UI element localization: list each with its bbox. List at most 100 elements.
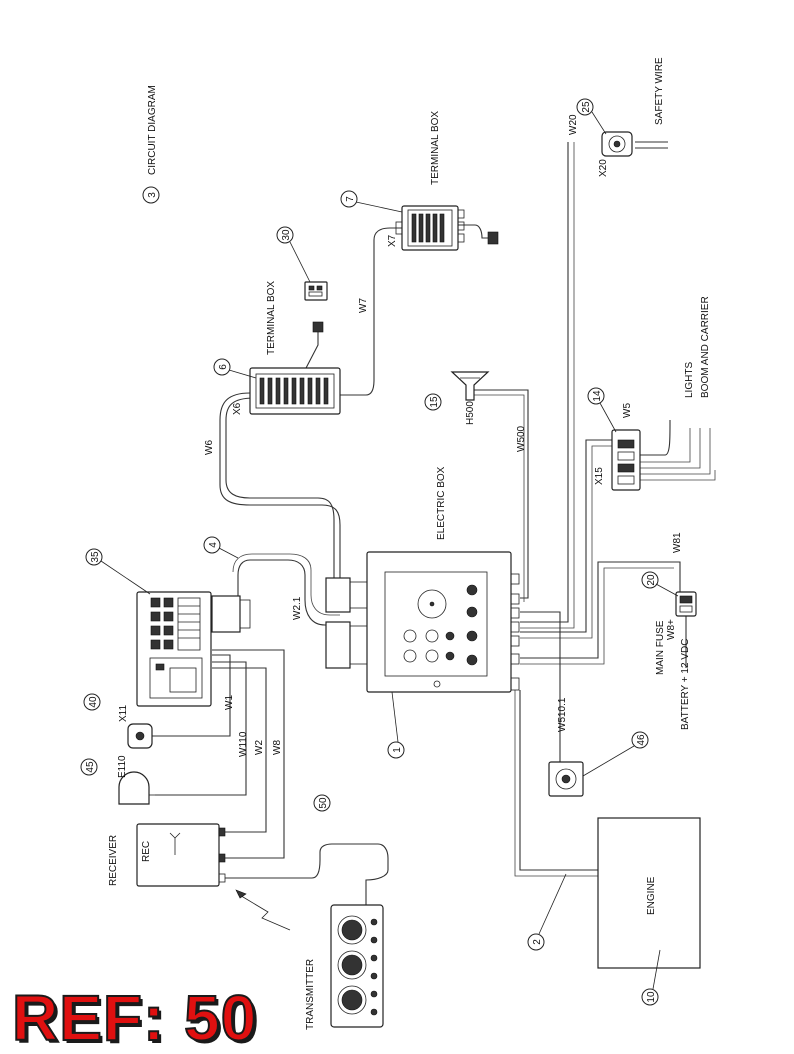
main-fuse-label: MAIN FUSE <box>655 620 666 675</box>
horn-label: H500 <box>465 401 476 425</box>
electric-box-controls <box>403 584 478 666</box>
wire-w20-path <box>520 142 569 623</box>
horn-15 <box>450 371 490 401</box>
stub-7-path <box>458 224 488 239</box>
control-unit-bubble: 35 <box>85 548 151 595</box>
wire-w5-label: W5 <box>622 403 633 418</box>
safety-wire-bubble: 25 <box>576 98 607 135</box>
transmitter-number: 50 <box>318 797 329 809</box>
horn-bubble: 15 <box>424 393 442 411</box>
receiver-tag: REC <box>141 841 152 862</box>
transmitter-label: TRANSMITTER <box>305 959 316 1030</box>
wire-w8-label: W8 <box>272 740 283 755</box>
terminal-box-6-bubble: 6 <box>213 358 257 379</box>
wire-w2-1-path-b <box>232 553 340 616</box>
switch-30-bubble: 30 <box>276 226 311 283</box>
wire-w2-1-path <box>237 559 340 626</box>
wire-w20-label: W20 <box>568 114 579 135</box>
switch-30-number: 30 <box>281 229 292 241</box>
title-group: 3 CIRCUIT DIAGRAM <box>142 85 160 204</box>
wire-w7-path <box>340 227 402 396</box>
lights-connector: X15 <box>594 467 605 485</box>
lights-out-a <box>640 428 691 463</box>
cable-2-bubble: 2 <box>527 873 567 951</box>
electric-box-bubble: 1 <box>387 691 405 759</box>
cable-2-path-b <box>514 690 598 877</box>
lights-label-line1: LIGHTS <box>684 362 695 398</box>
wire-w81-path-b <box>520 567 674 665</box>
engine-number: 10 <box>646 991 657 1003</box>
terminal-strip-7 <box>411 213 445 243</box>
wire-w5-path <box>520 439 612 633</box>
wire-w2-path <box>212 667 267 833</box>
sensor-40-number: 40 <box>88 696 99 708</box>
main-fuse-bubble: 20 <box>641 571 679 597</box>
cable-2-path <box>519 690 598 871</box>
lights-bubble: 14 <box>587 387 617 433</box>
wire-w1-path <box>152 654 231 737</box>
electric-box-label: ELECTRIC BOX <box>436 466 447 540</box>
sensor-46 <box>548 761 584 797</box>
receiver-label: RECEIVER <box>108 835 119 886</box>
lights-number: 14 <box>592 390 603 402</box>
wire-w6-path <box>219 392 341 580</box>
lamp-45-bubble: 45 <box>80 758 98 776</box>
control-unit-35 <box>136 591 251 707</box>
wire-w6-label: W6 <box>204 440 215 455</box>
terminal-box-7-number: 7 <box>345 196 356 202</box>
engine-10 <box>597 817 701 969</box>
wire-w500-path-b <box>472 394 525 602</box>
electric-box-1 <box>325 551 520 693</box>
terminal-strip-6 <box>259 377 329 405</box>
radio-link-arrow <box>235 889 247 899</box>
horn-number: 15 <box>429 396 440 408</box>
engine-bubble: 10 <box>641 949 661 1006</box>
terminal-box-6 <box>249 321 341 415</box>
wire-labels: W6 W7 W20 W5 W500 W81 W2.1 W510.1 W1 W11… <box>204 114 683 757</box>
connector-4-bubble: 4 <box>203 536 239 559</box>
safety-wire-number: 25 <box>581 101 592 113</box>
terminal-box-6-label: TERMINAL BOX <box>266 281 277 355</box>
main-fuse-20 <box>675 591 697 617</box>
safety-wire-label: SAFETY WIRE <box>654 57 665 125</box>
safety-wire-connector: X20 <box>598 159 609 177</box>
lights-out-path <box>640 420 671 456</box>
wire-w81-path <box>520 561 681 659</box>
transmitter-bubble: 50 <box>313 794 331 812</box>
wire-w20-path-b <box>520 142 575 629</box>
lamp-45 <box>118 771 155 805</box>
sensor-40-connector: X11 <box>118 705 129 722</box>
lights-out-c <box>640 428 711 475</box>
safety-wire-25 <box>601 131 633 157</box>
wire-w2-label: W2 <box>254 740 265 755</box>
terminal-box-7-label: TERMINAL BOX <box>430 111 441 185</box>
transmitter-50 <box>330 904 384 1028</box>
wire-w510-1-label: W510.1 <box>557 697 568 732</box>
wire-w110-path <box>155 661 247 796</box>
diagram-title: CIRCUIT DIAGRAM <box>147 85 158 175</box>
sensor-46-number: 46 <box>636 734 647 746</box>
receiver <box>136 823 226 887</box>
switch-30 <box>304 281 328 301</box>
battery-label: BATTERY + 12 VDC <box>680 639 691 730</box>
terminal-box-6-connector: X6 <box>232 402 243 415</box>
wire-w5-path-b <box>520 445 612 639</box>
terminal-box-7 <box>395 205 499 251</box>
wiring <box>152 141 716 905</box>
main-fuse-wire-tag: W8+ <box>666 619 677 640</box>
ref-label: REF: 50 <box>11 981 258 1054</box>
terminal-box-6-number: 6 <box>218 364 229 370</box>
wire-w110-label: W110 <box>238 731 249 757</box>
wire-w1-label: W1 <box>224 695 235 710</box>
wire-w7-label: W7 <box>358 298 369 313</box>
wire-w6-path-b <box>225 397 335 580</box>
title-number: 3 <box>147 192 158 198</box>
wire-w2-1-label: W2.1 <box>292 596 303 620</box>
terminal-box-7-connector: X7 <box>387 234 398 247</box>
lights-out-d <box>640 470 716 481</box>
cable-2-number: 2 <box>532 939 543 945</box>
wire-w510-path <box>520 611 561 762</box>
lights-out-b <box>640 428 701 469</box>
lamp-45-number: 45 <box>85 761 96 773</box>
